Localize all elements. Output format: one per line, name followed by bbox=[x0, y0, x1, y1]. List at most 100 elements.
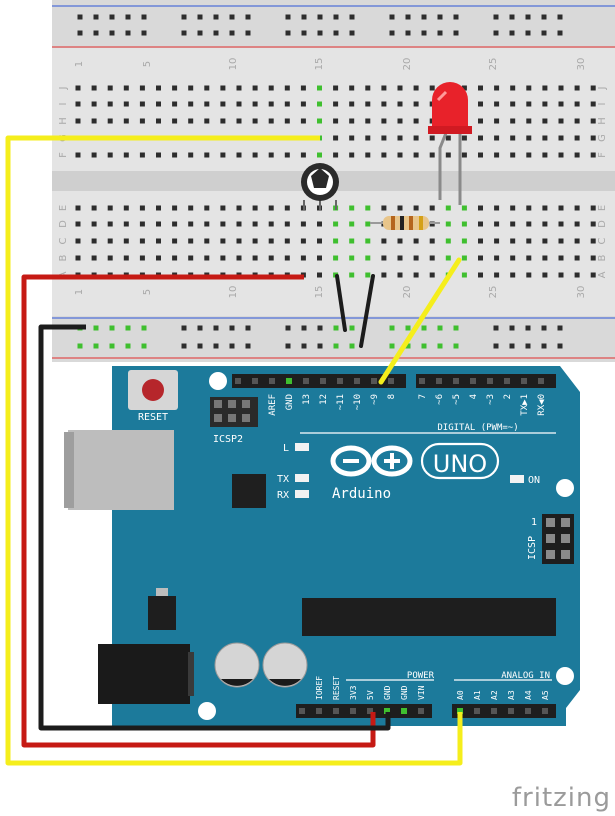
rail-hole bbox=[509, 30, 515, 36]
breadboard-hole bbox=[204, 205, 210, 211]
arduino-logo bbox=[330, 442, 500, 480]
rail-hole bbox=[125, 325, 131, 331]
mount-hole bbox=[556, 667, 574, 685]
rail-hole bbox=[197, 343, 203, 349]
breadboard-hole bbox=[300, 221, 306, 227]
row-letter: H bbox=[58, 117, 69, 125]
icsp-pin1-mark: 1 bbox=[531, 517, 537, 528]
breadboard-hole bbox=[317, 118, 322, 124]
digital-pin-label: 7 bbox=[418, 394, 428, 399]
digital-pin bbox=[371, 378, 377, 384]
breadboard-hole bbox=[494, 85, 500, 91]
rail-hole bbox=[453, 343, 459, 349]
rail-hole bbox=[317, 30, 323, 36]
breadboard-hole bbox=[461, 238, 467, 244]
digital-header bbox=[232, 374, 556, 388]
usb-connector-lip bbox=[64, 432, 74, 508]
breadboard-hole bbox=[107, 118, 113, 124]
breadboard-hole bbox=[317, 101, 322, 107]
power-pin bbox=[316, 708, 322, 714]
power-pin bbox=[350, 708, 356, 714]
breadboard-hole bbox=[188, 238, 194, 244]
rail-hole bbox=[317, 14, 323, 20]
rail-hole bbox=[213, 30, 219, 36]
breadboard-hole bbox=[91, 118, 97, 124]
breadboard-hole bbox=[461, 135, 467, 141]
breadboard-hole bbox=[365, 118, 371, 124]
analog-header bbox=[452, 704, 556, 718]
breadboard-hole bbox=[397, 272, 403, 278]
breadboard-hole bbox=[461, 205, 467, 211]
breadboard-hole bbox=[574, 85, 580, 91]
row-letter: G bbox=[597, 134, 608, 142]
breadboard-hole bbox=[284, 205, 290, 211]
power-pin bbox=[299, 708, 305, 714]
breadboard-hole bbox=[365, 255, 371, 261]
rail-hole bbox=[557, 325, 563, 331]
breadboard-hole bbox=[123, 238, 129, 244]
breadboard-hole bbox=[429, 152, 435, 158]
rail-hole bbox=[125, 14, 131, 20]
breadboard-hole bbox=[91, 238, 97, 244]
breadboard-hole bbox=[397, 152, 403, 158]
rail-hole bbox=[77, 30, 83, 36]
breadboard-hole bbox=[526, 152, 532, 158]
breadboard-hole bbox=[365, 135, 371, 141]
breadboard-hole bbox=[139, 85, 145, 91]
rail-hole bbox=[453, 325, 459, 331]
digital-pin-label: ~6 bbox=[435, 394, 445, 405]
breadboard-hole bbox=[123, 221, 129, 227]
digital-pin-label: 13 bbox=[302, 394, 312, 405]
reset-button-cap[interactable] bbox=[142, 379, 164, 401]
breadboard-hole bbox=[365, 221, 371, 227]
icsp2-header bbox=[210, 397, 258, 427]
column-number: 5 bbox=[142, 289, 153, 295]
breadboard-hole bbox=[349, 255, 355, 261]
breadboard-hole bbox=[252, 152, 258, 158]
rail-hole bbox=[509, 325, 515, 331]
breadboard-hole bbox=[526, 205, 532, 211]
breadboard-hole bbox=[75, 101, 81, 107]
digital-pin bbox=[419, 378, 425, 384]
rail-hole bbox=[421, 343, 427, 349]
rail-hole bbox=[213, 325, 219, 331]
breadboard-hole bbox=[188, 255, 194, 261]
breadboard-hole bbox=[574, 238, 580, 244]
rail-hole bbox=[197, 325, 203, 331]
breadboard-hole bbox=[188, 205, 194, 211]
rail-hole bbox=[109, 30, 115, 36]
breadboard-hole bbox=[381, 238, 387, 244]
breadboard-hole bbox=[494, 221, 500, 227]
rail-hole bbox=[333, 30, 339, 36]
breadboard-hole bbox=[156, 255, 161, 261]
breadboard-hole bbox=[590, 101, 596, 107]
breadboard-hole bbox=[349, 101, 355, 107]
digital-pin-label: ~3 bbox=[486, 394, 496, 405]
atmega-chip bbox=[302, 598, 556, 636]
rail-hole bbox=[301, 343, 307, 349]
rail-hole bbox=[349, 14, 355, 20]
breadboard-hole bbox=[413, 238, 419, 244]
mount-hole bbox=[209, 372, 227, 390]
breadboard-hole bbox=[333, 135, 339, 141]
rail-hole bbox=[389, 30, 395, 36]
usb-connector bbox=[68, 430, 174, 510]
breadboard-hole bbox=[349, 272, 355, 278]
breadboard-hole bbox=[107, 101, 113, 107]
breadboard-jumpers bbox=[335, 274, 375, 348]
analog-pin bbox=[474, 708, 480, 714]
breadboard-hole bbox=[252, 118, 258, 124]
digital-pin bbox=[436, 378, 442, 384]
breadboard-hole bbox=[494, 238, 500, 244]
breadboard-hole bbox=[75, 118, 81, 124]
rail-hole bbox=[405, 14, 411, 20]
rail-hole bbox=[245, 30, 251, 36]
led-rx bbox=[295, 490, 309, 498]
breadboard-hole bbox=[236, 101, 242, 107]
breadboard-hole bbox=[333, 221, 339, 227]
breadboard-hole bbox=[317, 255, 322, 261]
analog-pin-label: A2 bbox=[490, 690, 499, 700]
breadboard-hole bbox=[510, 101, 516, 107]
rail-hole bbox=[349, 343, 355, 349]
